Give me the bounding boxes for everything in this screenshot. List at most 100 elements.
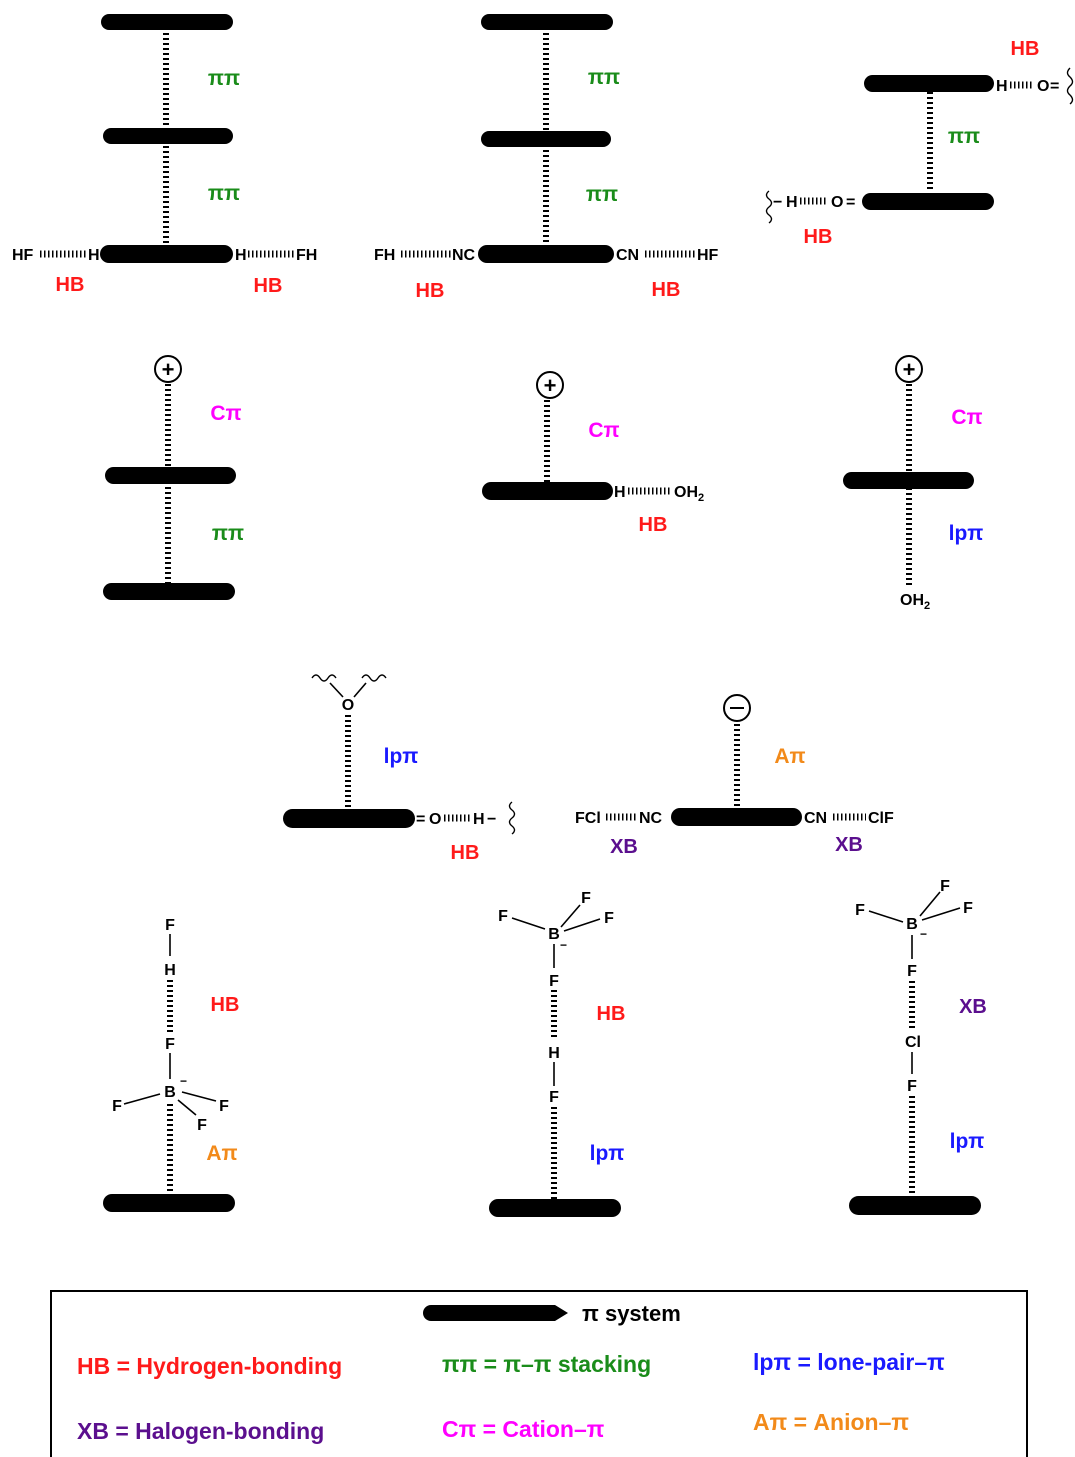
atom-h: H	[786, 194, 798, 211]
atom-f: F	[549, 1089, 559, 1106]
pi-system-bar	[489, 1199, 621, 1217]
covalent-bond	[868, 910, 904, 923]
wavy-bond	[311, 674, 337, 682]
pi-system-bar	[100, 245, 233, 263]
legend-api: Aπ = Anion–π	[753, 1409, 909, 1435]
atom-h: H	[88, 247, 100, 264]
motif-cation-water-hb: + Cπ H OH2 HB	[482, 371, 704, 536]
atom-o: O	[342, 697, 354, 714]
atom-f: F	[907, 1078, 917, 1095]
covalent-bond	[353, 682, 367, 698]
api-label: Aπ	[206, 1142, 237, 1165]
atom-fh: FH	[296, 247, 317, 264]
covalent-bond	[563, 918, 601, 932]
hb-label: HB	[254, 275, 283, 297]
atom-h: H	[473, 811, 485, 828]
legend-lppi: lpπ = lone-pair–π	[753, 1349, 945, 1375]
pipi-label: ππ	[212, 522, 244, 545]
atom-o: O	[1037, 78, 1049, 95]
atom-f: F	[498, 908, 508, 925]
pi-system-bar	[283, 809, 415, 828]
pi-system-bar	[843, 472, 974, 489]
pipi-label: ππ	[208, 67, 240, 90]
atom-hf: HF	[697, 247, 719, 264]
plus-sign: +	[162, 357, 175, 382]
atom-f: F	[855, 902, 865, 919]
hb-label: HB	[1011, 38, 1040, 60]
atom-nc: NC	[639, 810, 663, 827]
pi-system-bar	[103, 1194, 235, 1212]
motif-stack-hf: ππ ππ HF H H FH HB HB	[12, 14, 317, 297]
hb-label: HB	[597, 1003, 626, 1025]
pi-system-bar	[671, 808, 802, 826]
atom-h: H	[235, 247, 247, 264]
atom-h: H	[614, 484, 626, 501]
cpi-label: Cπ	[951, 406, 982, 429]
hb-label: HB	[639, 514, 668, 536]
atom-b: B	[548, 926, 560, 943]
motif-ether-lonepair: O lpπ = O H − HB	[283, 674, 516, 864]
pi-system-bar	[478, 245, 614, 263]
hb-label: HB	[804, 226, 833, 248]
atom-f: F	[549, 973, 559, 990]
cpi-label: Cπ	[588, 419, 619, 442]
xb-label: XB	[835, 834, 863, 856]
hb-label: HB	[416, 280, 445, 302]
atom-h: H	[996, 78, 1008, 95]
lppi-label: lpπ	[590, 1142, 625, 1165]
atom-h: H	[548, 1045, 560, 1062]
atom-f: F	[604, 910, 614, 927]
atom-clf: ClF	[868, 810, 894, 827]
xb-label: XB	[959, 996, 987, 1018]
pipi-label: ππ	[208, 182, 240, 205]
atom-nc: NC	[452, 247, 476, 264]
covalent-bond	[919, 891, 941, 917]
atom-cl: Cl	[905, 1034, 921, 1051]
atom-fh: FH	[374, 247, 395, 264]
atom-f: F	[112, 1098, 122, 1115]
pipi-label: ππ	[588, 66, 620, 89]
pi-system-bar	[864, 75, 994, 92]
atom-f: F	[907, 963, 917, 980]
covalent-bond	[181, 1091, 217, 1102]
pi-system-bar	[482, 482, 613, 500]
covalent-bond	[329, 682, 344, 698]
legend-hb: HB = Hydrogen-bonding	[77, 1353, 342, 1379]
atom-b: B	[906, 916, 918, 933]
covalent-bond	[123, 1093, 161, 1105]
atom-f: F	[165, 917, 175, 934]
legend-border	[50, 1290, 1028, 1457]
covalent-bond	[511, 917, 546, 930]
wavy-bond	[508, 801, 516, 835]
atom-f: F	[219, 1098, 229, 1115]
atom-cn: CN	[804, 810, 827, 827]
lppi-label: lpπ	[950, 1130, 985, 1153]
hb-label: HB	[56, 274, 85, 296]
pi-system-bar	[849, 1196, 981, 1215]
covalent-bond	[177, 1099, 197, 1116]
cation-icon	[536, 371, 564, 399]
plus-sign: +	[544, 373, 557, 398]
legend-pipi: ππ = π–π stacking	[442, 1351, 651, 1377]
cation-icon	[154, 355, 182, 383]
motif-stack-carbonyl: ππ HB H O = − H O = HB	[765, 38, 1074, 248]
pipi-label: ππ	[948, 125, 980, 148]
bond-double: =	[846, 194, 855, 211]
atom-o: O	[831, 194, 843, 211]
atom-h: H	[164, 962, 176, 979]
atom-oh2: OH2	[674, 484, 704, 504]
motif-cation-stack: + Cπ ππ	[103, 355, 244, 600]
wavy-bond	[1066, 67, 1074, 105]
atom-f: F	[165, 1036, 175, 1053]
motif-bf4-clf-lonepair: F B − F F F Cl F XB lpπ	[849, 878, 987, 1215]
covalent-bond	[921, 907, 961, 921]
pi-system-bar	[481, 131, 611, 147]
motif-anion-halogen: Aπ FCl NC CN ClF XB XB	[575, 694, 894, 858]
hb-label: HB	[211, 994, 240, 1016]
pipi-label: ππ	[586, 183, 618, 206]
charge-minus: −	[180, 1074, 187, 1088]
plus-sign: +	[903, 357, 916, 382]
pi-system-bar	[103, 583, 235, 600]
atom-o: O	[429, 811, 441, 828]
